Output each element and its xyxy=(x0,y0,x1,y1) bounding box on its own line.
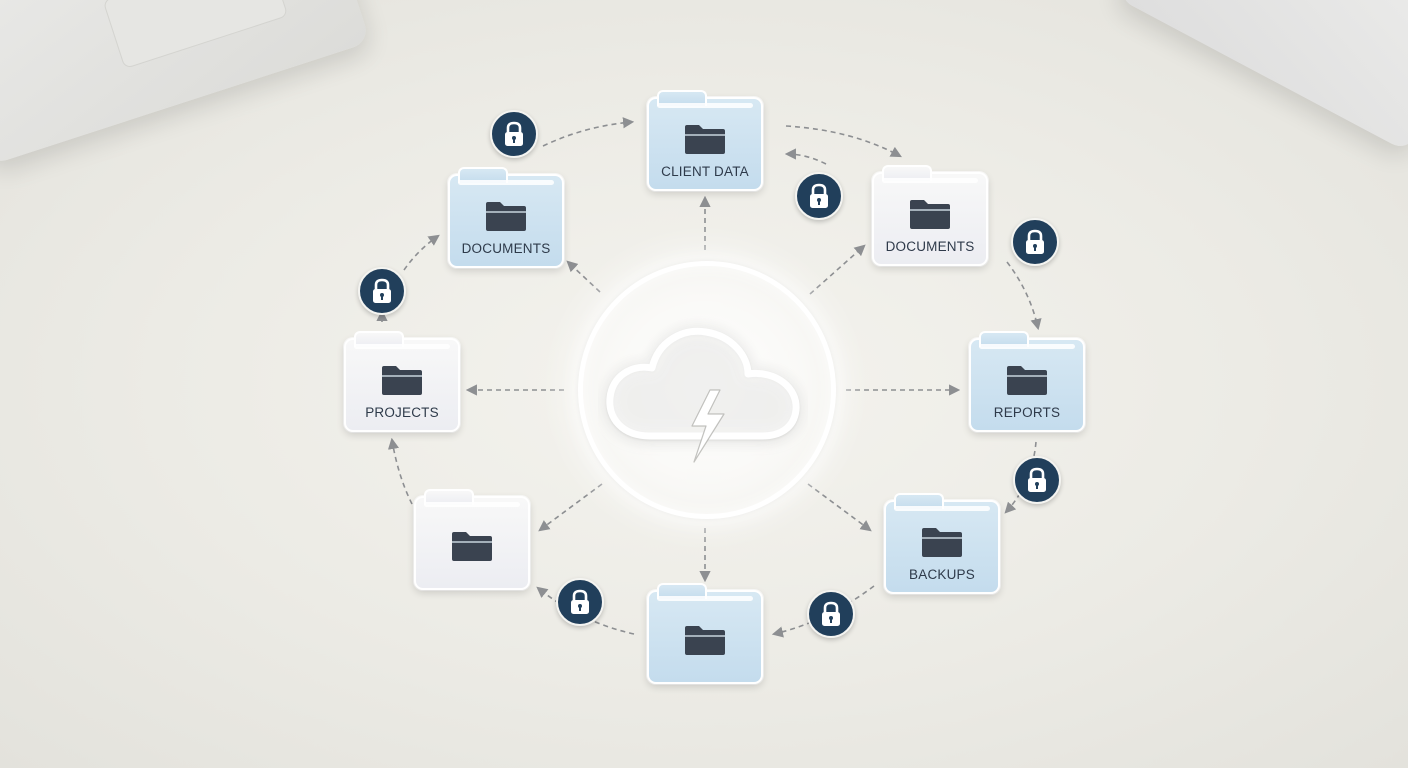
folder-tab xyxy=(458,167,508,183)
padlock-icon xyxy=(1026,229,1044,254)
padlock-badge xyxy=(556,578,604,626)
folder-tab xyxy=(424,489,474,505)
padlock-icon xyxy=(373,278,391,303)
folder-label: BACKUPS xyxy=(909,567,975,582)
folder-icon xyxy=(685,626,725,655)
folder-icon xyxy=(452,532,492,561)
folder-card-documents-left[interactable]: DOCUMENTS xyxy=(448,167,564,268)
folder-label: PROJECTS xyxy=(365,405,439,420)
folder-card-reports[interactable]: REPORTS xyxy=(969,331,1085,432)
padlock-icon xyxy=(810,183,828,208)
padlock-icon xyxy=(505,121,523,146)
folder-sheet xyxy=(458,180,554,185)
folder-card-documents-right[interactable]: DOCUMENTS xyxy=(872,165,988,266)
folder-card-backups[interactable]: BACKUPS xyxy=(884,493,1000,594)
spoke-arrow-documents-left xyxy=(566,260,601,293)
ring-arrow-right-upper xyxy=(1006,261,1042,331)
cloud-lightning-icon xyxy=(606,327,800,463)
folder-icon xyxy=(382,366,422,395)
folder-label: REPORTS xyxy=(993,405,1061,420)
folder-icon xyxy=(1007,366,1047,395)
padlock-badge xyxy=(1013,456,1061,504)
folder-card-client-data[interactable]: CLIENT DATA xyxy=(647,90,763,191)
padlock-badge xyxy=(358,267,406,315)
folder-tab xyxy=(979,331,1029,347)
folder-tab xyxy=(657,90,707,106)
ring-arrow-return xyxy=(784,148,827,165)
folder-tab xyxy=(354,331,404,347)
folder-sheet xyxy=(882,178,978,183)
folder-icon xyxy=(910,200,950,229)
padlock-icon xyxy=(1028,467,1046,492)
folder-sheet xyxy=(424,502,520,507)
ring-arrow-left-lower xyxy=(387,437,413,505)
folder-sheet xyxy=(657,596,753,601)
folder-card-bottom[interactable] xyxy=(647,583,763,684)
padlock-icon xyxy=(571,589,589,614)
ring-arrow-top-left xyxy=(542,117,635,147)
folder-label: CLIENT DATA xyxy=(661,164,749,179)
ring-arrow-top-right xyxy=(785,125,902,158)
folder-sheet xyxy=(979,344,1075,349)
padlock-badge xyxy=(807,590,855,638)
folder-label: DOCUMENTS xyxy=(885,239,975,254)
padlock-badge xyxy=(1011,218,1059,266)
folder-sheet xyxy=(657,103,753,108)
folder-card-projects[interactable]: PROJECTS xyxy=(344,331,460,432)
folder-card-bottom-left[interactable] xyxy=(414,489,530,590)
cloud-hub-ring xyxy=(578,261,836,519)
folder-sheet xyxy=(894,506,990,511)
folder-tab xyxy=(882,165,932,181)
folder-icon xyxy=(486,202,526,231)
folder-tab xyxy=(894,493,944,509)
padlock-badge xyxy=(490,110,538,158)
folder-icon xyxy=(685,125,725,154)
folder-tab xyxy=(657,583,707,599)
folder-label: DOCUMENTS xyxy=(461,241,551,256)
folder-sheet xyxy=(354,344,450,349)
padlock-badge xyxy=(795,172,843,220)
padlock-icon xyxy=(822,601,840,626)
ring-arrow-left-top xyxy=(403,234,440,271)
folder-icon xyxy=(922,528,962,557)
